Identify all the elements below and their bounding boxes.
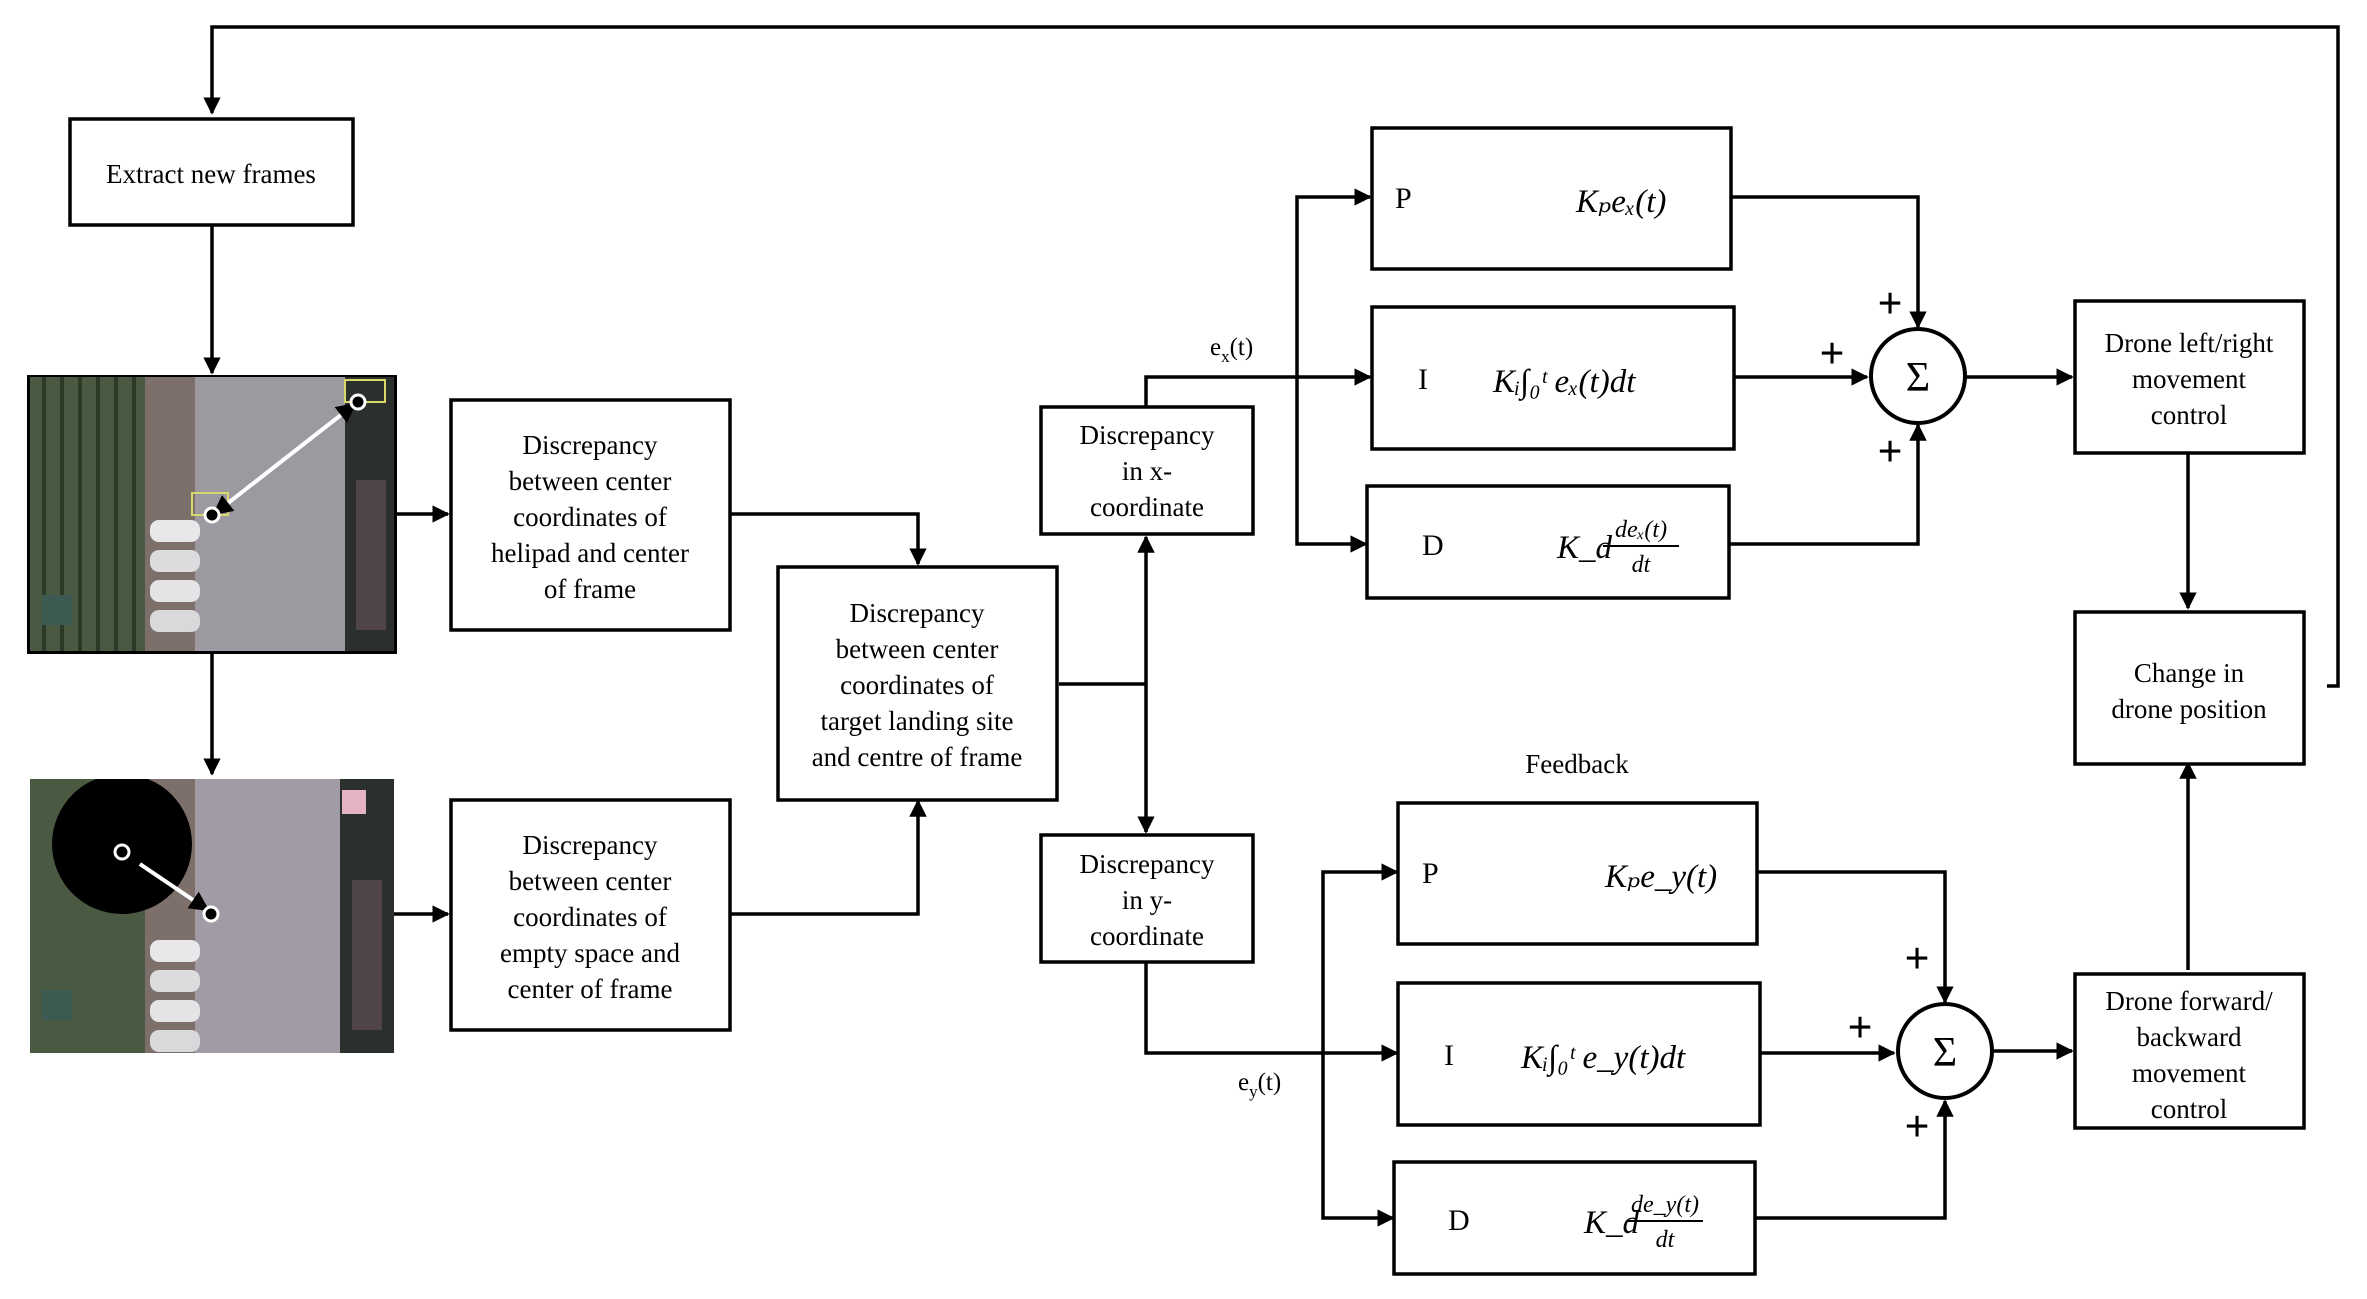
pid-y-derivative: D K_d de_y(t) dt (1392, 1160, 1757, 1276)
svg-text:Discrepancy: Discrepancy (523, 430, 658, 460)
svg-text:movement: movement (2132, 1058, 2246, 1088)
svg-text:K_d: K_d (1583, 1205, 1640, 1241)
svg-text:dt: dt (1656, 1227, 1676, 1253)
svg-text:coordinate: coordinate (1090, 492, 1204, 522)
extract-frames-node: Extract new frames (68, 117, 355, 227)
svg-text:of frame: of frame (544, 574, 636, 604)
svg-text:between center: between center (836, 634, 999, 664)
svg-text:and centre of frame: and centre of frame (812, 742, 1023, 772)
svg-text:Change in: Change in (2134, 658, 2245, 688)
svg-text:+: + (1904, 1102, 1929, 1151)
change-position-node: Change in drone position (2073, 610, 2306, 766)
svg-text:Σ: Σ (1906, 355, 1930, 401)
svg-text:in y-: in y- (1122, 885, 1172, 915)
svg-text:+: + (1819, 329, 1844, 378)
svg-text:Discrepancy: Discrepancy (1080, 420, 1215, 450)
svg-text:+: + (1904, 934, 1929, 983)
y-discrepancy-node: Discrepancy in y- coordinate (1039, 833, 1255, 964)
target-discrepancy-node: Discrepancy between center coordinates o… (776, 565, 1059, 802)
helipad-detection-image (27, 375, 397, 654)
svg-text:between center: between center (509, 866, 672, 896)
forward-backward-control-node: Drone forward/ backward movement control (2073, 972, 2306, 1130)
svg-text:empty space and: empty space and (500, 938, 680, 968)
svg-text:between center: between center (509, 466, 672, 496)
svg-text:coordinates of: coordinates of (840, 670, 994, 700)
pid-y-integral: I Kᵢ∫₀ᵗ e_y(t)dt (1396, 981, 1762, 1127)
empty-space-discrepancy-node: Discrepancy between center coordinates o… (449, 798, 732, 1032)
svg-text:control: control (2151, 1094, 2227, 1124)
ex-signal-label: ex(t) (1210, 334, 1253, 366)
svg-text:Discrepancy: Discrepancy (1080, 849, 1215, 879)
svg-text:center of frame: center of frame (508, 974, 673, 1004)
svg-text:Discrepancy: Discrepancy (850, 598, 985, 628)
svg-text:Drone forward/: Drone forward/ (2105, 986, 2273, 1016)
x-discrepancy-node: Discrepancy in x- coordinate (1039, 405, 1255, 536)
svg-text:Kₚe_y(t): Kₚe_y(t) (1604, 859, 1717, 895)
svg-text:coordinates of: coordinates of (513, 902, 667, 932)
svg-text:deₓ(t): deₓ(t) (1615, 517, 1667, 543)
svg-text:Kₚeₓ(t): Kₚeₓ(t) (1575, 184, 1666, 220)
svg-text:helipad and center: helipad and center (491, 538, 689, 568)
pid-x-integral: I Kᵢ∫₀ᵗ eₓ(t)dt (1370, 305, 1736, 451)
pid-y-proportional: P Kₚe_y(t) (1396, 801, 1759, 946)
svg-text:target landing site: target landing site (821, 706, 1014, 736)
svg-text:Kᵢ∫₀ᵗ e_y(t)dt: Kᵢ∫₀ᵗ e_y(t)dt (1520, 1040, 1686, 1077)
svg-text:P: P (1395, 182, 1412, 215)
svg-text:coordinate: coordinate (1090, 921, 1204, 951)
pid-x-proportional: P Kₚeₓ(t) (1370, 126, 1733, 271)
helipad-discrepancy-node: Discrepancy between center coordinates o… (449, 398, 732, 632)
svg-text:I: I (1444, 1039, 1454, 1072)
svg-text:coordinates of: coordinates of (513, 502, 667, 532)
pid-x-derivative: D K_d deₓ(t) dt (1365, 484, 1731, 600)
svg-text:K_d: K_d (1556, 530, 1613, 566)
connectors (203, 25, 2340, 1227)
svg-text:D: D (1448, 1204, 1470, 1237)
summing-junction-x: Σ + + + (1819, 279, 1967, 476)
svg-text:+: + (1877, 279, 1902, 328)
svg-text:in x-: in x- (1122, 456, 1172, 486)
summing-junction-y: Σ + + + (1847, 934, 1994, 1151)
svg-text:backward: backward (2137, 1022, 2242, 1052)
svg-text:Drone left/right: Drone left/right (2105, 328, 2274, 358)
svg-text:movement: movement (2132, 364, 2246, 394)
svg-text:dt: dt (1632, 552, 1652, 578)
ey-signal-label: ey(t) (1238, 1069, 1281, 1101)
svg-text:+: + (1877, 427, 1902, 476)
svg-text:Discrepancy: Discrepancy (523, 830, 658, 860)
svg-text:drone position: drone position (2111, 694, 2267, 724)
svg-text:Kᵢ∫₀ᵗ eₓ(t)dt: Kᵢ∫₀ᵗ eₓ(t)dt (1492, 364, 1636, 401)
svg-text:P: P (1422, 857, 1439, 890)
empty-space-image (30, 779, 394, 1053)
left-right-control-node: Drone left/right movement control (2073, 299, 2306, 455)
svg-text:Σ: Σ (1933, 1030, 1957, 1076)
svg-text:de_y(t): de_y(t) (1631, 1192, 1699, 1218)
svg-text:I: I (1418, 363, 1428, 396)
svg-text:D: D (1422, 529, 1444, 562)
svg-text:control: control (2151, 400, 2227, 430)
feedback-label: Feedback (1525, 749, 1629, 779)
svg-text:+: + (1847, 1003, 1872, 1052)
extract-frames-label: Extract new frames (106, 159, 316, 189)
